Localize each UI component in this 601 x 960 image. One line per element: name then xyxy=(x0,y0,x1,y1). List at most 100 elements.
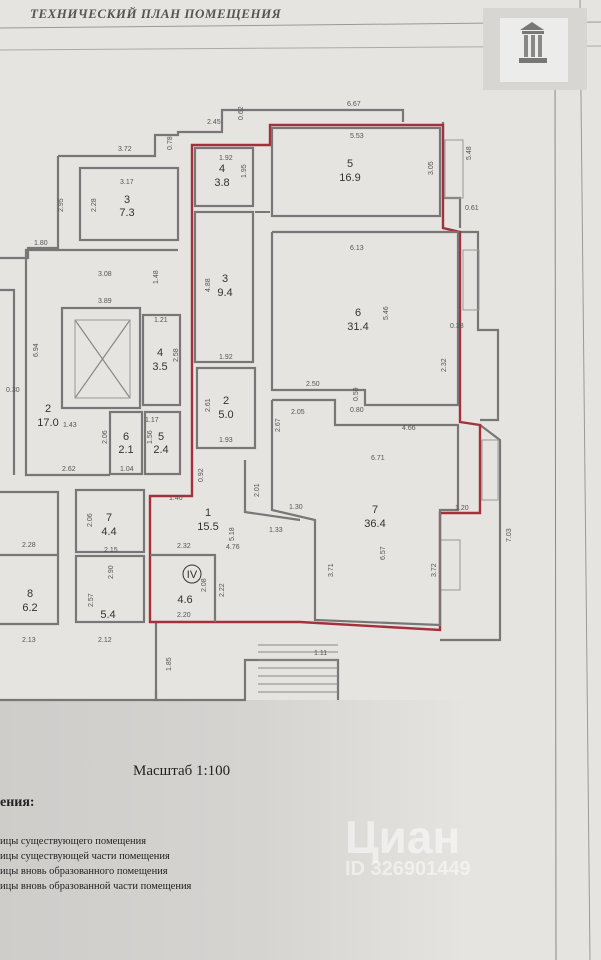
dimension-label: 4.76 xyxy=(226,544,240,551)
plan-shape xyxy=(0,156,60,260)
room-labels: 37.3 217.0 43.5 62.1 52.4 74.4 86.2 5.4 … xyxy=(22,158,385,621)
dimension-label: 1.92 xyxy=(219,155,233,162)
dimension-label: 6.71 xyxy=(371,455,385,462)
dimension-label: 3.71 xyxy=(328,563,335,577)
dimension-label: 1.43 xyxy=(63,422,77,429)
watermark-brand: Циан xyxy=(345,811,461,863)
room-text: 17.0 xyxy=(37,417,58,429)
room-label: 25.0 xyxy=(218,395,233,421)
plan-shape xyxy=(154,622,340,702)
plan-shape xyxy=(58,108,405,158)
dimension-label: 1.92 xyxy=(219,354,233,361)
plan-shape xyxy=(531,35,535,57)
dimension-label: 1.95 xyxy=(241,164,248,178)
plan-shape xyxy=(182,564,202,584)
room-text: 7.3 xyxy=(119,207,134,219)
dimension-label: 2.57 xyxy=(88,593,95,607)
dimension-label: 5.48 xyxy=(466,146,473,160)
dimension-labels: 6.67 2.45 0.62 0.78 3.72 5.53 1.92 1.95 … xyxy=(6,101,513,671)
legend-item: ицы существующей части помещения xyxy=(0,851,170,862)
dimension-label: 2.62 xyxy=(62,466,76,473)
dimension-label: 0.38 xyxy=(450,323,464,330)
frame-line xyxy=(554,49,557,960)
scale-label: Масштаб 1:100 xyxy=(133,763,231,779)
room-text: 2 xyxy=(45,403,51,415)
room-text: 7 xyxy=(372,504,378,516)
dimension-label: 2.90 xyxy=(108,565,115,579)
dimension-label: 1.04 xyxy=(120,466,134,473)
plan-shape xyxy=(150,553,217,622)
room-text: 8 xyxy=(27,588,33,600)
dimension-label: 5.18 xyxy=(229,527,236,541)
plan-shape xyxy=(193,210,255,364)
plan-shape xyxy=(108,410,144,476)
room-label: 631.4 xyxy=(347,307,368,333)
room-text: 5.4 xyxy=(100,609,115,621)
room-text: 5.0 xyxy=(218,409,233,421)
dimension-label: 1.33 xyxy=(269,527,283,534)
dimension-label: 2.45 xyxy=(207,119,221,126)
room-text: 3 xyxy=(124,194,130,206)
room-text: 1 xyxy=(205,507,211,519)
room-text: 6 xyxy=(123,431,129,443)
plan-shape xyxy=(0,288,16,475)
dimension-label: 6.67 xyxy=(347,101,361,108)
room-text: 4 xyxy=(157,347,163,359)
room-label: 62.1 xyxy=(118,431,133,456)
plan-shape xyxy=(520,22,544,30)
dimension-label: 0.92 xyxy=(198,468,205,482)
dimension-label: 2.50 xyxy=(306,381,320,388)
plan-shape xyxy=(538,35,542,57)
plan-shape xyxy=(270,398,460,627)
dimension-label: 0.62 xyxy=(238,106,245,120)
plan-shape xyxy=(0,490,60,626)
room-text: 36.4 xyxy=(364,518,385,530)
room-text: 15.5 xyxy=(197,521,218,533)
dimension-label: 3.72 xyxy=(118,146,132,153)
room-text: 7 xyxy=(106,512,112,524)
legend-item: ицы существующего помещения xyxy=(0,836,147,847)
frame-line xyxy=(579,0,591,960)
legend-item: ицы вновь образованного помещения xyxy=(0,866,168,877)
room-text: 5 xyxy=(158,431,164,443)
plan-shape xyxy=(141,313,182,407)
legend-title: ения: xyxy=(0,795,35,810)
plan-shape xyxy=(60,306,142,410)
room-label: IV4.6 xyxy=(177,564,202,606)
dimension-label: 0.61 xyxy=(465,205,479,212)
dimension-label: 4.88 xyxy=(205,278,212,292)
dimension-label: 2.15 xyxy=(104,547,118,554)
dimension-label: 0.78 xyxy=(167,136,174,150)
room-label: 74.4 xyxy=(101,512,116,538)
room-label: 52.4 xyxy=(153,431,168,456)
dimension-label: 2.08 xyxy=(201,578,208,592)
plan-shape xyxy=(74,554,146,624)
room-label: 516.9 xyxy=(339,158,360,184)
room-label: 217.0 xyxy=(37,403,58,429)
plan-shape xyxy=(74,319,131,399)
dimension-label: 3.17 xyxy=(120,179,134,186)
plan-shape xyxy=(258,644,338,693)
dimension-label: 2.06 xyxy=(87,513,94,527)
room-text: 3.5 xyxy=(152,361,167,373)
dimension-label: 6.94 xyxy=(33,343,40,357)
plan-shape xyxy=(193,146,255,208)
dimension-label: 2.20 xyxy=(177,612,191,619)
dimension-label: 0.30 xyxy=(6,387,20,394)
plan-shape xyxy=(524,35,528,57)
room-label: 86.2 xyxy=(22,588,37,614)
room-text: 9.4 xyxy=(217,287,232,299)
dimension-label: 1.11 xyxy=(314,650,327,657)
plan-shape xyxy=(440,424,502,642)
plan-shape xyxy=(481,439,499,501)
room-label: 43.5 xyxy=(152,347,167,373)
plan-shape xyxy=(444,139,464,199)
room-text: 3 xyxy=(222,273,228,285)
room-text: 6 xyxy=(355,307,361,319)
plan-shape xyxy=(522,31,544,34)
room-label: 5.4 xyxy=(100,609,115,621)
dimension-label: 1.93 xyxy=(219,437,233,444)
plan-shape xyxy=(243,460,301,522)
